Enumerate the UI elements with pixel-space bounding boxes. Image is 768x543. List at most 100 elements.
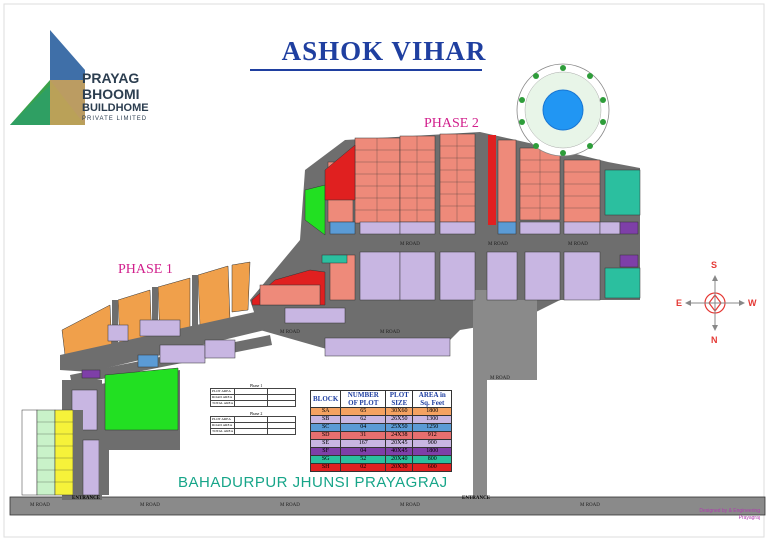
table-cell-area: 1800 <box>412 447 453 456</box>
table-cell-block: SB <box>309 415 342 424</box>
table-cell-size: 40X45 <box>385 447 414 456</box>
purple-block-1 <box>619 221 639 235</box>
entrance-label-1: ENTRANCE <box>72 496 101 501</box>
phase2-green-park <box>304 184 326 236</box>
company-logo: PRAYAG BHOOMI BUILDHOME PRIVATE LIMITED <box>10 30 170 130</box>
table-cell-plots: 04 <box>340 447 387 456</box>
road-label: M ROAD <box>400 503 420 508</box>
road-label: M ROAD <box>280 503 300 508</box>
bottom-grid-lines <box>37 421 73 483</box>
table-cell-area: 600 <box>412 463 453 472</box>
table-cell-size: 20X30 <box>385 463 414 472</box>
compass-south-label: S <box>711 260 718 270</box>
designer-credit: Designed by & Engineering Prayagraj <box>690 508 760 522</box>
purple-block-2 <box>619 254 639 268</box>
table-cell-block: SE <box>309 439 342 448</box>
table-cell-plots: 02 <box>340 463 387 472</box>
block-table: BLOCK NUMBER OF PLOT PLOT SIZE AREA in S… <box>309 390 453 472</box>
table-cell-size: 25X50 <box>385 423 414 432</box>
entrance-label-2: ENTRANCE <box>462 496 491 501</box>
table-cell-block: SD <box>309 431 342 440</box>
logo-line-4: PRIVATE LIMITED <box>82 116 148 122</box>
table-cell-plots: 04 <box>340 423 387 432</box>
table-cell-size: 20X40 <box>385 455 414 464</box>
phase2-area-table: PLOT AREA ROAD AREA TOTAL AREA <box>209 416 297 435</box>
table-cell-block: SA <box>309 407 342 416</box>
table-cell-plots: 31 <box>340 431 387 440</box>
main-road <box>9 496 766 516</box>
access-road <box>473 290 487 500</box>
road-label: M ROAD <box>400 242 420 247</box>
area-tables: Phase 1 PLOT AREA ROAD AREA TOTAL AREA P… <box>209 383 297 435</box>
table-cell-area: 1800 <box>412 407 453 416</box>
map-border <box>3 3 765 538</box>
circular-park <box>516 63 610 157</box>
junction-salmon-block <box>259 284 321 306</box>
phase1-area-table: PLOT AREA ROAD AREA TOTAL AREA <box>209 388 297 407</box>
phase1-bottom-blocks <box>21 409 109 496</box>
road-label: M ROAD <box>140 503 160 508</box>
designer-line-2: Prayagraj <box>738 515 760 521</box>
road-label: M ROAD <box>280 330 300 335</box>
table-cell-plots: 65 <box>340 407 387 416</box>
table-cell-size: 24X38 <box>385 431 414 440</box>
road-label: M ROAD <box>380 330 400 335</box>
table-cell-block: SC <box>309 423 342 432</box>
block-legend: BLOCK NUMBER OF PLOT PLOT SIZE AREA in S… <box>309 390 453 472</box>
blue-block-2 <box>497 221 517 235</box>
table-header: AREA in Sq. Feet <box>412 390 453 408</box>
phase1-area-caption: Phase 1 <box>250 383 263 388</box>
phase2-lilac-blocks <box>284 221 621 357</box>
road-label: M ROAD <box>30 503 50 508</box>
compass-icon <box>685 275 745 331</box>
area-row-label: TOTAL AREA <box>209 428 236 435</box>
teal-block-1 <box>604 169 641 216</box>
logo-mark-icon <box>10 30 85 125</box>
table-cell-plots: 62 <box>340 415 387 424</box>
road-label: M ROAD <box>490 376 510 381</box>
table-cell-size: 20X45 <box>385 439 414 448</box>
phase2-label: PHASE 2 <box>424 116 479 131</box>
teal-block-3 <box>321 254 348 264</box>
table-cell-size: 30X60 <box>385 407 414 416</box>
blue-block-1 <box>329 221 356 235</box>
table-header: NUMBER OF PLOT <box>340 390 387 408</box>
compass-west-label: W <box>748 298 757 308</box>
page-title: ASHOK VIHAR <box>281 36 487 66</box>
designer-line-1: Designed by & Engineering <box>699 508 760 514</box>
compass-north-label: N <box>711 335 718 345</box>
phase1-blue-block <box>137 354 159 368</box>
phase1-purple-block <box>81 369 101 379</box>
access-road-wide <box>487 300 537 380</box>
phase2-red-corner <box>324 144 356 201</box>
area-row-label: ROAD AREA <box>209 422 236 429</box>
table-cell-area: 1250 <box>412 423 453 432</box>
phase2-area-caption: Phase 2 <box>250 411 263 416</box>
table-cell-plots: 167 <box>340 439 387 448</box>
table-cell-block: SH <box>309 463 342 472</box>
phase1-lilac-blocks <box>71 319 236 431</box>
logo-line-1: PRAYAG <box>82 70 140 86</box>
table-cell-area: 800 <box>412 455 453 464</box>
logo-line-3: BUILDHOME <box>82 102 149 114</box>
title-underline <box>250 69 482 71</box>
table-cell-area: 912 <box>412 431 453 440</box>
area-row-label: ROAD AREA <box>209 394 236 401</box>
phase1-green-park <box>104 367 179 431</box>
logo-line-2: BHOOMI <box>82 86 140 102</box>
road-label: M ROAD <box>568 242 588 247</box>
table-cell-size: 26X50 <box>385 415 414 424</box>
table-cell-area: 900 <box>412 439 453 448</box>
phase1-orange-blocks <box>61 261 251 356</box>
table-cell-block: SG <box>309 455 342 464</box>
table-cell-area: 1300 <box>412 415 453 424</box>
table-cell-plots: 52 <box>340 455 387 464</box>
